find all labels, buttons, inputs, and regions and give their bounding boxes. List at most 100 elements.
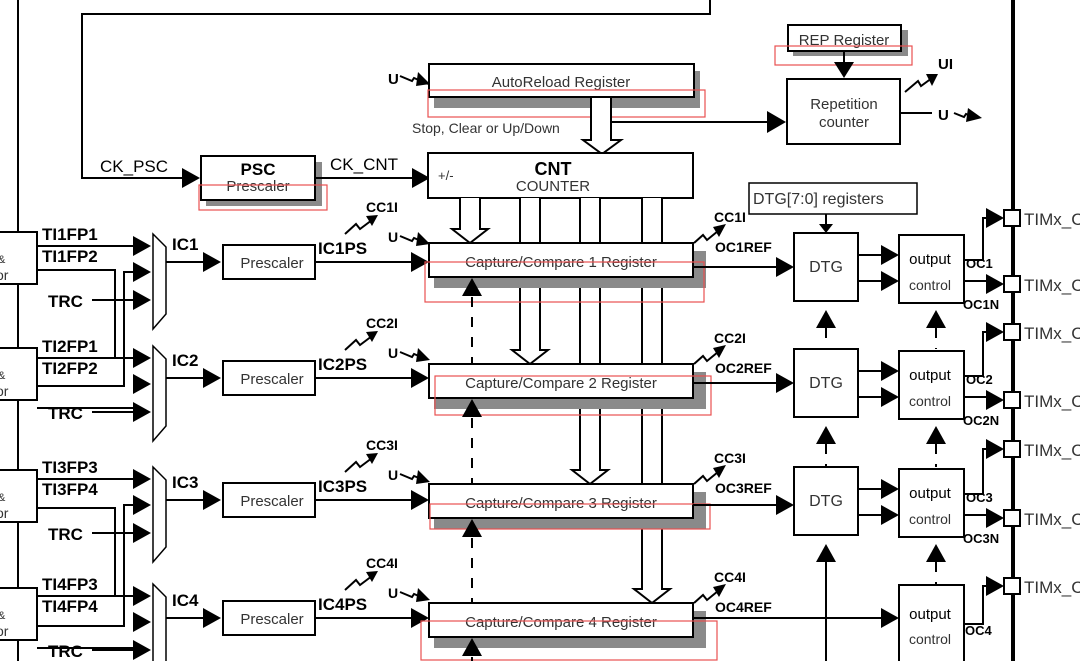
cc2i-arrowhead-in — [366, 331, 378, 342]
cc4-u-arrowhead — [416, 588, 430, 602]
pin-label-2-b: TIMx_C — [1024, 392, 1080, 411]
oc1n-label: OC1N — [963, 297, 999, 312]
cc3i-zigzag-in — [344, 457, 373, 473]
input-b-label-1: TI1FP2 — [42, 247, 98, 266]
cc3i-arrowhead-out — [713, 465, 726, 478]
cc2-u-label: U — [388, 345, 398, 361]
input-a-arrowhead-1 — [133, 236, 151, 256]
input-a-label-1: TI1FP1 — [42, 225, 98, 244]
ck-cnt-label: CK_CNT — [330, 155, 398, 174]
ic-label-2: IC2 — [172, 351, 198, 370]
oc3n-label: OC3N — [963, 531, 999, 546]
pin-3-a — [1003, 440, 1021, 458]
rep-register-label: REP Register — [799, 32, 890, 49]
trc-label-4: TRC — [48, 642, 83, 661]
cnt-subtitle: COUNTER — [516, 178, 590, 195]
oc3ref-label: OC3REF — [715, 480, 772, 496]
oc2ref-arrowhead — [776, 373, 794, 393]
icps-arrowhead-3 — [411, 490, 429, 510]
ui-interrupt-zigzag — [904, 77, 933, 93]
psc-title: PSC — [241, 160, 276, 179]
ic-prescaler-box-4 — [222, 600, 316, 636]
input-filter-amp-3: & — [0, 492, 6, 504]
cc4-register-label: Capture/Compare 4 Register — [465, 614, 657, 631]
cnt-title: CNT — [535, 159, 572, 179]
oc-up-arrowhead-1 — [926, 310, 946, 328]
rep-u-arrowhead — [966, 108, 982, 122]
cc2-register-box — [428, 363, 694, 399]
pin-label-3-b: TIMx_C — [1024, 510, 1080, 529]
cc1-u-label: U — [388, 229, 398, 245]
output-control-line1-2: output — [909, 367, 952, 384]
output-control-line2-2: control — [909, 393, 951, 409]
cross-wire-2 — [37, 271, 135, 387]
cc2i-arrowhead-out — [713, 345, 726, 358]
dtg-label-1: DTG — [809, 259, 843, 276]
ic-arrowhead-2 — [203, 368, 221, 388]
dtg-label-2: DTG — [809, 375, 843, 392]
repetition-counter-line2: counter — [819, 114, 869, 131]
top-feedback-line — [81, 0, 711, 179]
input-b-label-3: TI3FP4 — [42, 480, 98, 499]
cc1-register-highlight — [424, 261, 705, 303]
dtg-out-b-arrowhead-1 — [881, 271, 899, 291]
dtg-box-1 — [793, 232, 859, 302]
pin-label-3-a: TIMx_C — [1024, 441, 1080, 460]
input-a-label-3: TI3FP3 — [42, 458, 98, 477]
input-b-arrowhead-2 — [133, 374, 151, 394]
oc1-label: OC1 — [966, 256, 993, 271]
ic-prescaler-label-2: Prescaler — [240, 371, 303, 388]
input-filter-amp-4: & — [0, 610, 6, 622]
ui-arrowhead — [926, 74, 938, 86]
ic-prescaler-label-3: Prescaler — [240, 493, 303, 510]
arr-u-label: U — [388, 71, 399, 88]
ck-psc-arrowhead — [182, 168, 200, 188]
icps-label-4: IC4PS — [318, 595, 367, 614]
trc-arrowhead-2 — [133, 402, 151, 422]
input-filter-amp-1: & — [0, 254, 6, 266]
input-mux-1 — [152, 232, 167, 332]
oc2n-label: OC2N — [963, 413, 999, 428]
input-a-arrowhead-3 — [133, 469, 151, 489]
oc1-wire — [964, 217, 988, 261]
cc1i-arrowhead-in — [366, 215, 378, 226]
oc1ref-arrowhead — [776, 257, 794, 277]
dtg-up-arrowhead-1 — [816, 310, 836, 328]
cc4-register-box — [428, 602, 694, 638]
oc4-wire — [964, 585, 988, 625]
repetition-counter-line1: Repetition — [810, 96, 878, 113]
cc2-register-highlight — [434, 375, 712, 416]
trc-label-2: TRC — [48, 404, 83, 423]
autoreload-label: AutoReload Register — [492, 74, 630, 91]
cc2-u-arrowhead — [416, 348, 430, 362]
dtg-out-a-arrowhead-3 — [881, 479, 899, 499]
arr-to-rep-arrowhead — [767, 111, 786, 133]
ic-arrowhead-1 — [203, 252, 221, 272]
output-control-line1-1: output — [909, 251, 952, 268]
psc-highlight — [198, 184, 328, 211]
icps-label-1: IC1PS — [318, 239, 367, 258]
pin-1-a — [1003, 209, 1021, 227]
input-filter-box-4 — [0, 587, 38, 641]
oc2-label: OC2 — [966, 372, 993, 387]
trc-arrowhead-4 — [133, 640, 151, 660]
ic-prescaler-label-4: Prescaler — [240, 611, 303, 628]
autoreload-highlight — [427, 89, 706, 118]
ic-arrowhead-3 — [203, 490, 221, 510]
input-mux-2 — [152, 344, 167, 444]
cc1-u-arrowhead — [416, 232, 430, 246]
dtg-up-arrowhead-3 — [816, 544, 836, 562]
oc2-arrowhead — [986, 322, 1004, 342]
rep-register-box — [787, 24, 902, 52]
cc4i-label-in: CC4I — [366, 555, 398, 571]
dtg-out-b-arrowhead-2 — [881, 387, 899, 407]
input-mux-4 — [152, 582, 167, 661]
output-control-line1-3: output — [909, 485, 952, 502]
output-control-line2-1: control — [909, 277, 951, 293]
input-b-label-4: TI4FP4 — [42, 597, 98, 616]
trc-label-1: TRC — [48, 292, 83, 311]
cc2-register-label: Capture/Compare 2 Register — [465, 375, 657, 392]
oc2-wire — [964, 331, 988, 377]
pin-2-a — [1003, 323, 1021, 341]
